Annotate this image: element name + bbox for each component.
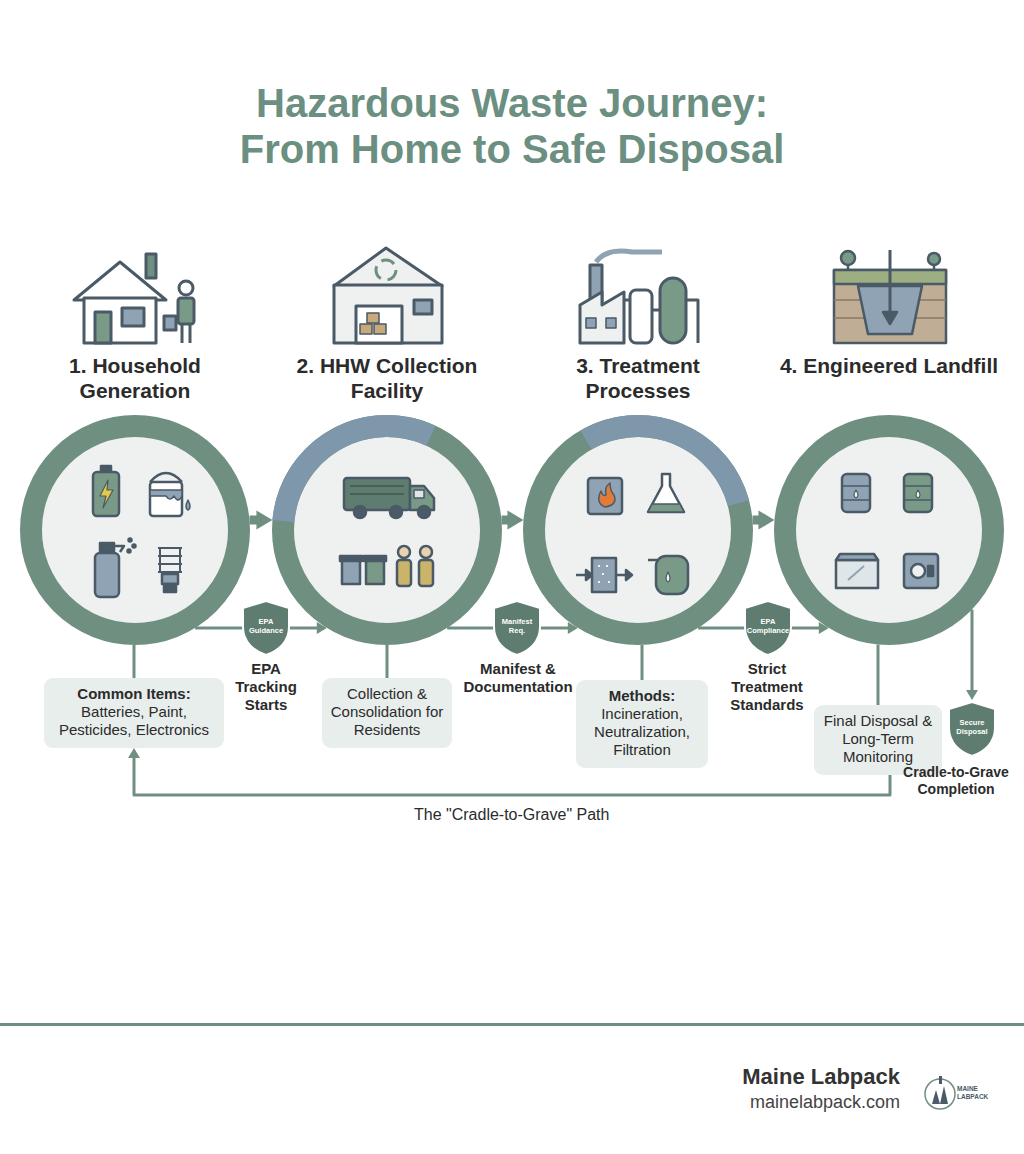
info-box: Methods:Incineration, Neutralization, Fi… bbox=[576, 680, 708, 768]
shield-text-wrap: Manifest Req. bbox=[494, 609, 540, 643]
brand-text: Maine Labpack bbox=[640, 1064, 900, 1090]
flow-connector bbox=[289, 627, 319, 630]
warehouse-icon bbox=[334, 248, 442, 343]
circle-ring bbox=[20, 415, 250, 645]
shield-text-wrap: EPA Guidance bbox=[243, 609, 289, 643]
collection-items bbox=[340, 478, 434, 586]
flow-connector bbox=[877, 644, 880, 705]
info-box: Collection & Consolidation for Residents bbox=[322, 678, 452, 748]
flow-connector bbox=[540, 627, 570, 630]
stage-circle: 3. Treatment Processes bbox=[523, 415, 753, 645]
shield-outline bbox=[494, 601, 540, 655]
flow-connector bbox=[698, 627, 745, 630]
factory-icon bbox=[580, 251, 698, 343]
shield-text-wrap: Secure Disposal bbox=[949, 710, 995, 744]
shield-badge: EPA Compliance bbox=[742, 599, 794, 657]
flow-connector bbox=[791, 627, 821, 630]
arrow-head bbox=[507, 510, 523, 529]
shield-text: EPA Compliance bbox=[745, 617, 791, 635]
house-icon bbox=[74, 254, 194, 343]
box-heading: Common Items: bbox=[52, 685, 216, 703]
box-heading: Methods: bbox=[584, 687, 700, 705]
flow-connector bbox=[133, 645, 136, 678]
info-box: Common Items:Batteries, Paint, Pesticide… bbox=[44, 678, 224, 748]
arrow-head bbox=[128, 748, 140, 758]
stage-heading: 4. Engineered Landfill bbox=[779, 353, 999, 378]
flow-connector bbox=[195, 627, 243, 630]
flow-connector bbox=[386, 645, 389, 678]
shield-badge: Secure Disposal bbox=[946, 700, 998, 758]
shield-text-wrap: EPA Compliance bbox=[745, 609, 791, 643]
ring-stroke bbox=[785, 426, 993, 634]
circle-ring bbox=[523, 415, 753, 645]
brand-text: MAINE LABPACK bbox=[957, 1085, 997, 1101]
shield-outline bbox=[243, 601, 289, 655]
box-text: Final Disposal & Long-Term Monitoring bbox=[822, 712, 934, 766]
box-text: Collection & Consolidation for Residents bbox=[330, 685, 444, 739]
stage-note: Cradle-to-Grave Completion bbox=[900, 764, 1012, 798]
stage-heading: 3. Treatment Processes bbox=[528, 353, 748, 403]
ring-arc bbox=[283, 426, 431, 521]
logo-emblem bbox=[925, 1076, 955, 1109]
stage-heading: 2. HHW Collection Facility bbox=[277, 353, 497, 403]
flow-connector bbox=[134, 756, 890, 795]
box-text: Incineration, Neutralization, Filtration bbox=[584, 705, 700, 759]
flow-connector bbox=[971, 610, 974, 692]
stage-note: Manifest & Documentation bbox=[462, 660, 574, 696]
household-items bbox=[93, 466, 190, 597]
arrow-head bbox=[966, 690, 978, 700]
flow-connector bbox=[447, 627, 494, 630]
shield-text: Manifest Req. bbox=[494, 617, 540, 635]
shield-text: Secure Disposal bbox=[949, 718, 995, 736]
box-text: Batteries, Paint, Pesticides, Electronic… bbox=[52, 703, 216, 739]
treatment-items bbox=[576, 474, 688, 594]
shield-badge: EPA Guidance bbox=[240, 599, 292, 657]
ring-arc bbox=[586, 426, 738, 503]
edge-label: The "Cradle-to-Grave" Path bbox=[411, 805, 612, 825]
flow-connector bbox=[641, 645, 644, 680]
landfill-icon bbox=[834, 250, 946, 343]
ring-stroke bbox=[534, 426, 742, 634]
shield-outline bbox=[949, 702, 995, 756]
stage-note: EPA Tracking Starts bbox=[224, 660, 308, 714]
circle-ring bbox=[272, 415, 502, 645]
stage-circle: 4. Engineered Landfill bbox=[774, 415, 1004, 645]
stage-circle: 2. HHW Collection Facility bbox=[272, 415, 502, 645]
stage-circle: 1. Household Generation bbox=[20, 415, 250, 645]
disposal-items bbox=[836, 474, 938, 588]
arrow-head bbox=[758, 510, 774, 529]
stage-note: Strict Treatment Standards bbox=[724, 660, 810, 714]
brand-text: mainelabpack.com bbox=[640, 1091, 900, 1113]
shield-text: EPA Guidance bbox=[243, 617, 289, 635]
arrow-head bbox=[256, 510, 272, 529]
diagram-title: Hazardous Waste Journey: From Home to Sa… bbox=[202, 80, 822, 172]
circle-ring bbox=[774, 415, 1004, 645]
ring-stroke bbox=[283, 426, 491, 634]
stage-heading: 1. Household Generation bbox=[25, 353, 245, 403]
shield-outline bbox=[745, 601, 791, 655]
shield-badge: Manifest Req. bbox=[491, 599, 543, 657]
ring-stroke bbox=[31, 426, 239, 634]
